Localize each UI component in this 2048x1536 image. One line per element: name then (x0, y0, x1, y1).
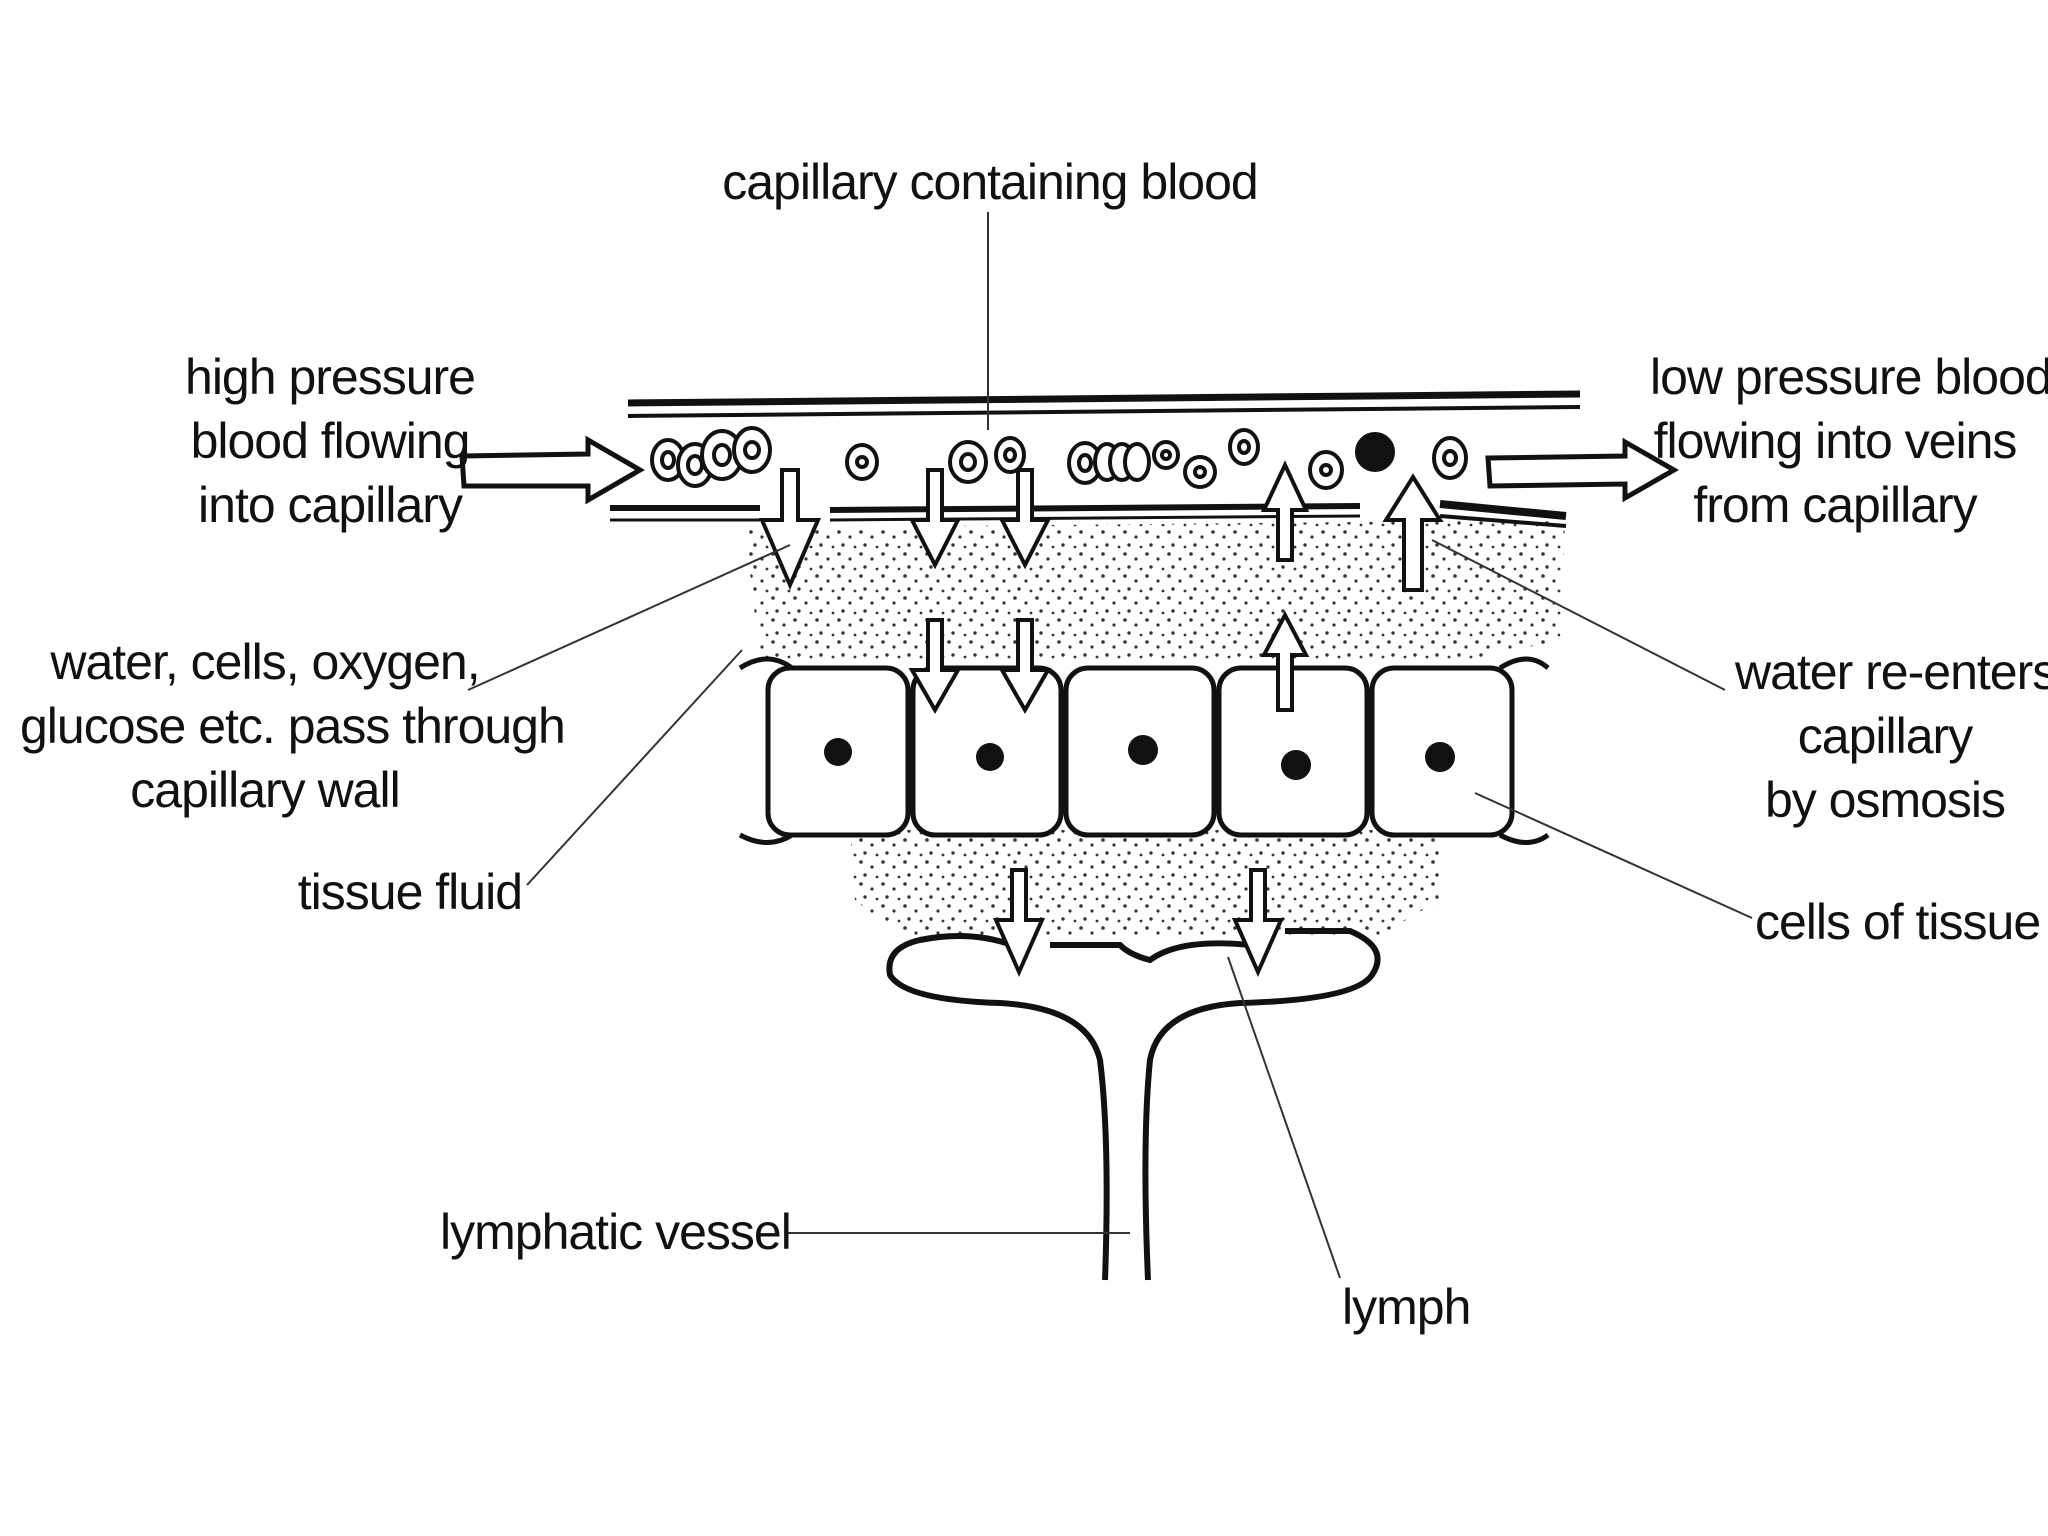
label-water-reenters: water re-enters capillary by osmosis (1735, 644, 2048, 828)
label-water-cells: water, cells, oxygen, glucose etc. pass … (20, 634, 566, 818)
blood-cells (650, 426, 1468, 490)
cell-nuclei (824, 735, 1455, 780)
flow-arrows (459, 435, 1680, 505)
leader-water-reenters (1431, 539, 1726, 691)
leader-water-cells (467, 544, 791, 691)
lymphatic-vessel (886, 928, 1381, 1281)
label-cells-of-tissue: cells of tissue (1755, 894, 2041, 950)
leader-tissue-fluid (526, 649, 743, 886)
tissue-fluid-region (745, 520, 1565, 935)
exchange-arrows-down (758, 468, 1285, 977)
leader-lymph (1227, 956, 1341, 1279)
label-high-pressure: high pressure blood flowing into capilla… (185, 349, 476, 533)
outflow-arrow (1485, 437, 1680, 503)
leader-lines (467, 212, 1753, 1279)
leader-cells-of-tissue (1474, 792, 1753, 919)
inflow-arrow (459, 435, 646, 505)
label-lymphatic-vessel: lymphatic vessel (440, 1204, 792, 1260)
exchange-arrows-up (1260, 460, 1444, 712)
label-capillary: capillary containing blood (722, 154, 1258, 210)
label-lymph: lymph (1342, 1279, 1471, 1335)
label-tissue-fluid: tissue fluid (297, 864, 523, 920)
label-low-pressure: low pressure blood flowing into veins fr… (1650, 349, 2048, 533)
